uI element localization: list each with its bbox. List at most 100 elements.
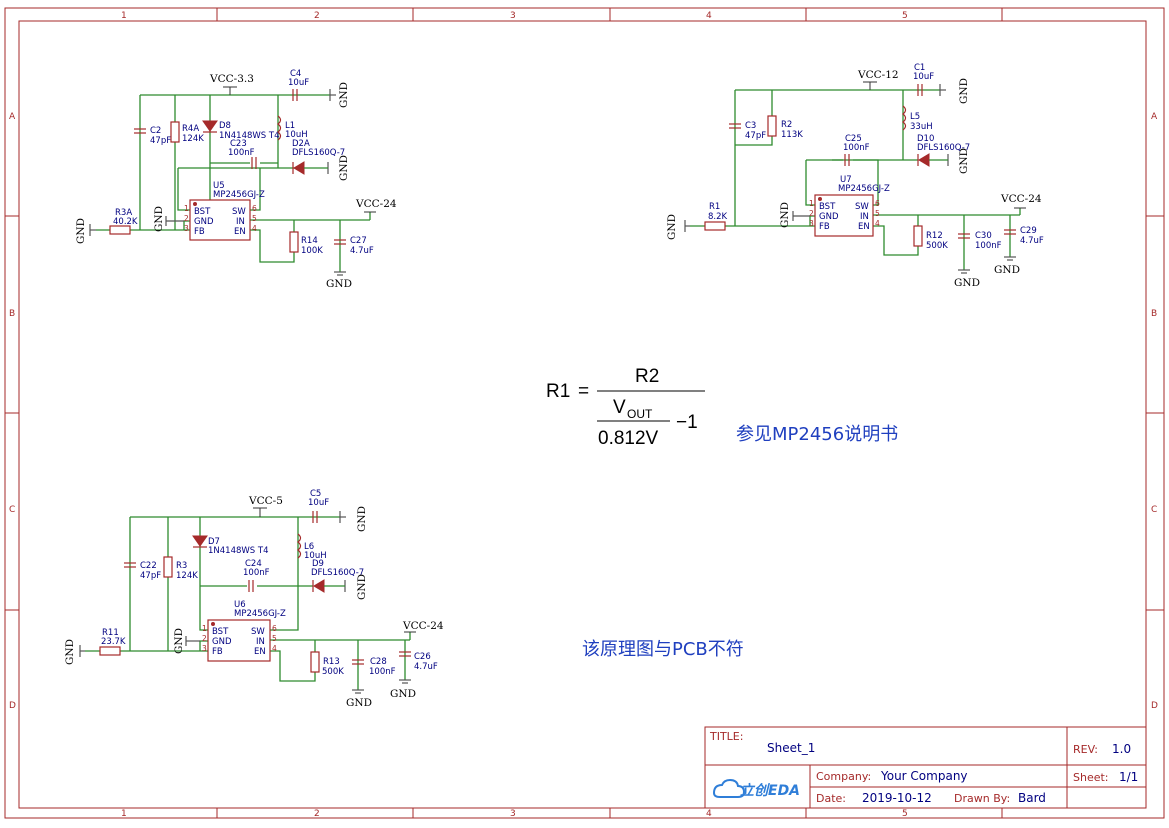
gnd-symbol-u5: GND <box>153 206 184 232</box>
u6-part: MP2456GJ-Z <box>234 609 286 619</box>
gnd-symbol-c1: GND <box>939 78 970 104</box>
company-label: Company: <box>816 770 871 783</box>
l6-value: 10uH <box>304 551 327 561</box>
circuit-vcc-5: C22 47pF R3 124K D7 1N4148WS T4 C5 10uF … <box>64 489 444 709</box>
power-port-vcc-12: VCC-12 <box>857 69 899 90</box>
r12-ref: R12 <box>926 231 943 241</box>
r11-ref: R11 <box>102 628 119 638</box>
zone-col-3-top: 3 <box>510 11 516 21</box>
net-vcc-24-b: VCC-24 <box>1000 193 1042 205</box>
diode-d8[interactable]: D8 1N4148WS T4 <box>202 120 280 141</box>
c2-ref: C2 <box>150 126 161 136</box>
resistor-r3[interactable]: R3 124K <box>163 556 198 581</box>
c22-value: 47pF <box>140 571 161 581</box>
power-port-vcc-24-b: VCC-24 <box>1000 193 1042 209</box>
ic-u6[interactable]: U6 MP2456GJ-Z BST GND FB SW IN EN 1 2 3 … <box>202 600 286 662</box>
capacitor-c1[interactable]: C1 10uF <box>913 63 934 96</box>
formula-minus-one: −1 <box>676 412 698 433</box>
u5-pin-in: IN <box>236 217 245 227</box>
ic-u7[interactable]: U7 MP2456GJ-Z BST GND FB SW IN EN 1 2 3 … <box>809 175 890 237</box>
capacitor-c5[interactable]: C5 10uF <box>308 489 329 523</box>
inductor-l1[interactable]: L1 10uH <box>277 115 308 141</box>
resistor-r14[interactable]: R14 100K <box>289 231 323 256</box>
u6-pin-sw: SW <box>251 627 265 637</box>
inductor-l5[interactable]: L5 33uH <box>902 105 933 132</box>
c3-value: 47pF <box>745 131 766 141</box>
u6-pin-fb: FB <box>212 647 223 657</box>
ic-u5[interactable]: U5 MP2456GJ-Z BST GND FB SW IN EN 1 2 3 … <box>184 181 265 241</box>
u7-pin-gnd: GND <box>819 212 839 222</box>
inductor-l6[interactable]: L6 10uH <box>297 533 327 561</box>
resistor-formula: R1 = R2 V OUT 0.812V −1 <box>546 366 705 449</box>
c26-ref: C26 <box>414 652 431 662</box>
capacitor-c28[interactable]: C28 100nF <box>352 657 396 677</box>
c30-ref: C30 <box>975 231 992 241</box>
capacitor-c4[interactable]: C4 10uF <box>288 69 309 101</box>
capacitor-c26[interactable]: C26 4.7uF <box>399 651 438 672</box>
u7-pin-2: 2 <box>809 209 814 218</box>
capacitor-c3[interactable]: C3 47pF <box>729 121 766 141</box>
gnd-label-r3a: GND <box>75 218 87 244</box>
sheet-value: 1/1 <box>1119 770 1138 784</box>
capacitor-c30[interactable]: C30 100nF <box>958 231 1002 251</box>
formula-v: V <box>613 397 626 418</box>
u7-pin-in: IN <box>860 212 869 222</box>
capacitor-c29[interactable]: C29 4.7uF <box>1004 226 1044 246</box>
resistor-r4a[interactable]: R4A 124K <box>170 121 204 144</box>
c5-value: 10uF <box>308 498 329 508</box>
zone-col-2-bottom: 2 <box>314 809 320 819</box>
rev-label: REV: <box>1073 743 1098 756</box>
gnd-label-c27: GND <box>326 278 352 290</box>
c23-value: 100nF <box>228 148 255 158</box>
sheet-title: Sheet_1 <box>767 741 815 755</box>
zone-row-a-right: A <box>1151 112 1158 122</box>
u7-pin-bst: BST <box>819 202 836 212</box>
zone-row-d-right: D <box>1151 701 1158 711</box>
gnd-symbol-r1: GND <box>666 214 690 240</box>
date-label: Date: <box>816 792 846 805</box>
c24-value: 100nF <box>243 568 270 578</box>
u7-ref: U7 <box>840 175 852 185</box>
c29-value: 4.7uF <box>1020 236 1044 246</box>
formula-equals: = <box>578 381 589 402</box>
d9-value: DFLS160Q-7 <box>311 568 364 578</box>
u5-ref: U5 <box>213 181 225 191</box>
logo-text: 立创EDA <box>740 782 800 799</box>
resistor-r12[interactable]: R12 500K <box>913 225 948 251</box>
c27-value: 4.7uF <box>350 246 374 256</box>
r2-ref: R2 <box>781 120 792 130</box>
net-vcc-24-a: VCC-24 <box>355 198 397 210</box>
gnd-symbol-c5: GND <box>339 506 368 532</box>
resistor-r3a[interactable]: R3A 40.2K <box>109 208 138 235</box>
capacitor-c22[interactable]: C22 47pF <box>124 561 161 581</box>
gnd-symbol-c27: GND <box>326 271 352 290</box>
company-value: Your Company <box>880 769 968 783</box>
gnd-label-c1: GND <box>958 78 970 104</box>
resistor-r13[interactable]: R13 500K <box>310 651 344 677</box>
resistor-r11[interactable]: R11 23.7K <box>99 628 126 656</box>
formula-numerator: R2 <box>635 366 659 387</box>
u7-pin-1: 1 <box>809 199 814 208</box>
capacitor-c25[interactable]: C25 100nF <box>843 134 870 166</box>
r3-ref: R3 <box>176 561 187 571</box>
capacitor-c2[interactable]: C2 47pF <box>134 126 171 146</box>
r3-value: 124K <box>176 571 198 581</box>
u6-pin-en: EN <box>254 647 266 657</box>
capacitor-c23[interactable]: C23 100nF <box>228 139 257 169</box>
capacitor-c24[interactable]: C24 100nF <box>243 559 270 592</box>
d10-ref: D10 <box>917 134 934 144</box>
gnd-symbol-u7: GND <box>779 202 810 228</box>
net-vcc-5: VCC-5 <box>248 495 283 507</box>
d2a-value: DFLS160Q-7 <box>292 148 345 158</box>
d7-ref: D7 <box>208 537 220 547</box>
resistor-r2[interactable]: R2 113K <box>767 115 803 140</box>
resistor-r1[interactable]: R1 8.2K <box>704 202 728 231</box>
gnd-label-c30: GND <box>954 277 980 289</box>
capacitor-c27[interactable]: C27 4.7uF <box>334 236 374 256</box>
zone-col-3-bottom: 3 <box>510 809 516 819</box>
note-pcb-mismatch: 该原理图与PCB不符 <box>582 639 744 660</box>
c2-value: 47pF <box>150 136 171 146</box>
u6-ref: U6 <box>234 600 246 610</box>
diode-d7[interactable]: D7 1N4148WS T4 <box>192 535 269 556</box>
d9-ref: D9 <box>312 559 324 569</box>
